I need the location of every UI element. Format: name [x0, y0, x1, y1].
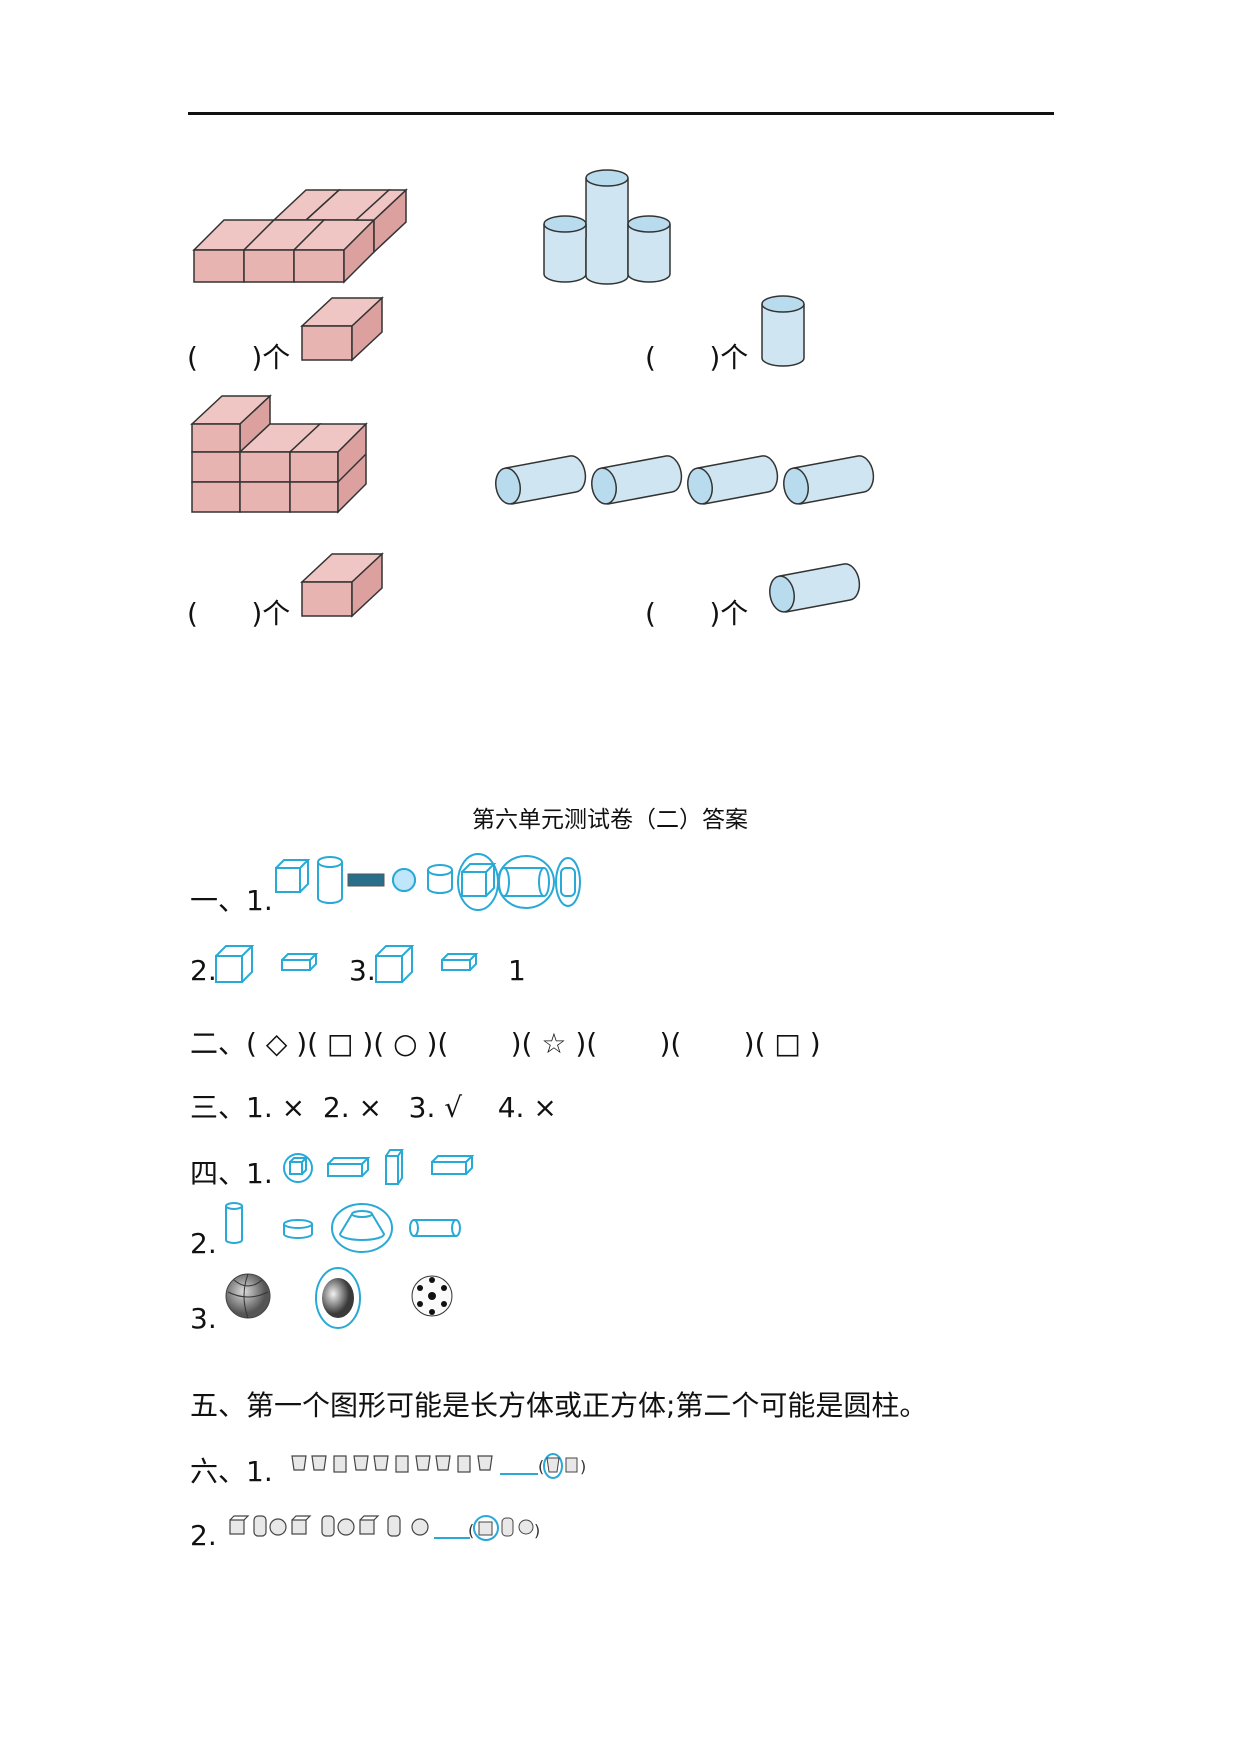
answer-6-2-label: 2. — [190, 1519, 217, 1552]
answer-1-2-label: 2. — [190, 954, 217, 987]
svg-text:): ) — [534, 1521, 540, 1540]
answer-6-1-sequence: ( ) — [291, 1453, 586, 1479]
answer-6-2-sequence: ( ) — [229, 1515, 540, 1541]
answer-1-1-shapes — [275, 853, 581, 911]
cylinder-row-figure — [495, 455, 875, 505]
svg-text:): ) — [580, 1457, 586, 1476]
count-blank-2[interactable]: ( )个 — [645, 341, 749, 374]
count-blank-1[interactable]: ( )个 — [187, 341, 291, 374]
unit-cylinder-icon — [761, 295, 805, 367]
cube-stack-figure-2 — [190, 394, 368, 514]
answer-1-1-label: 一、1. — [190, 884, 273, 917]
answer-4-1-label: 四、1. — [190, 1157, 273, 1190]
cube-stack-figure-1 — [192, 188, 408, 284]
svg-text:(: ( — [468, 1521, 474, 1540]
answers-title: 第六单元测试卷（二）答案 — [472, 807, 748, 833]
unit-cylinder-lying-icon — [769, 563, 861, 613]
answer-1-3-label: 3. — [349, 954, 376, 987]
answer-4-1-shapes — [283, 1149, 475, 1185]
top-rule — [188, 112, 1054, 115]
answer-6-1-label: 六、1. — [190, 1455, 273, 1488]
count-blank-4[interactable]: ( )个 — [645, 597, 749, 630]
answer-1-2-shapes — [215, 945, 319, 983]
cylinder-stack-figure-1 — [543, 169, 671, 285]
answer-4-3-shapes — [225, 1267, 453, 1329]
answer-4-3-label: 3. — [190, 1302, 217, 1335]
answer-1-3-value: 1 — [508, 954, 526, 987]
unit-cube-icon — [300, 552, 384, 618]
answer-4-2-label: 2. — [190, 1227, 217, 1260]
svg-text:(: ( — [538, 1457, 544, 1476]
answer-1-3-shapes — [375, 945, 479, 983]
answer-2: 二、( ◇ )( □ )( ○ )( )( ☆ )( )( )( □ ) — [190, 1027, 821, 1060]
answer-5: 五、第一个图形可能是长方体或正方体;第二个可能是圆柱。 — [190, 1389, 928, 1422]
answer-3: 三、1. × 2. × 3. √ 4. × — [190, 1091, 557, 1124]
answer-4-2-shapes — [225, 1202, 461, 1253]
unit-cube-icon — [300, 296, 384, 362]
count-blank-3[interactable]: ( )个 — [187, 597, 291, 630]
